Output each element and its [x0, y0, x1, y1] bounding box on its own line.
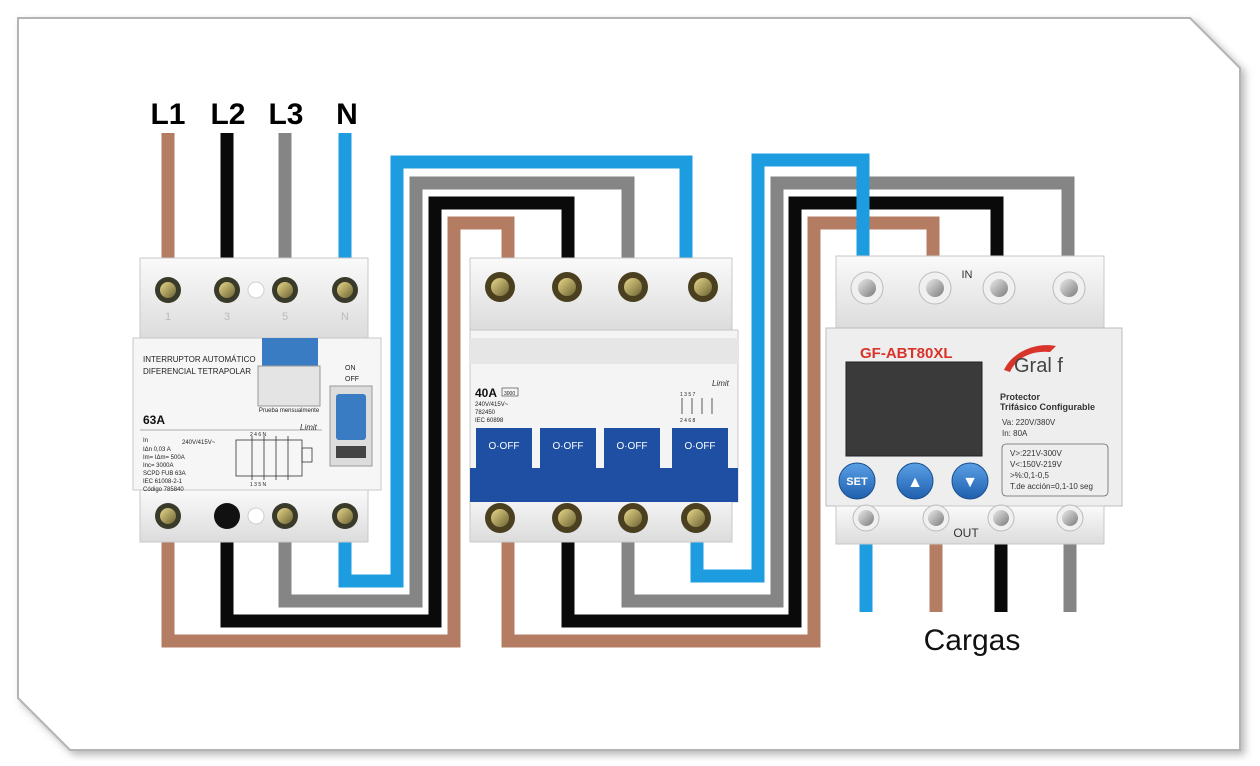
- breaker-brand: Limit: [712, 379, 730, 388]
- breaker-handle-3[interactable]: O·OFF: [604, 428, 660, 470]
- breaker-bottom-terminals: [485, 503, 711, 533]
- wire-rcd-to-breaker-gray: [278, 176, 635, 608]
- rcd-test-label: Prueba mensualmente: [259, 408, 320, 414]
- protector-brand: Gral f: [1014, 355, 1063, 377]
- rcd-rating: 63A: [143, 413, 165, 427]
- breaker-pole-label-4: O·OFF: [684, 441, 715, 452]
- protector-bottom-terminals: [852, 504, 1084, 532]
- loads-label: Cargas: [924, 624, 1021, 657]
- rcd-spec-iec: IEC 61008-2-1: [143, 479, 183, 485]
- rcd-schematic: [235, 436, 313, 480]
- rcd-terminal-3: 3: [224, 311, 230, 323]
- protector-up-button[interactable]: ▲: [896, 462, 934, 500]
- breaker-badge: 3000: [504, 391, 515, 397]
- rcd-title-line1: INTERRUPTOR AUTOMÁTICO: [143, 355, 256, 364]
- wire-breaker-to-protector-blue: [690, 153, 870, 583]
- protector-range-under: V<:150V-219V: [1010, 460, 1062, 469]
- rcd-test-button[interactable]: [262, 338, 318, 366]
- breaker-pole-label-2: O·OFF: [552, 441, 583, 452]
- protector-range-pct: >%:0,1-0,5: [1010, 471, 1049, 480]
- rcd-device: 1 3 5 N INTERRUPTOR AUTOMÁTICO DIFERENCI…: [132, 257, 382, 543]
- protector-out-label: OUT: [953, 526, 979, 540]
- breaker-handle-2[interactable]: O·OFF: [540, 428, 596, 470]
- protector-in-rating: In: 80A: [1002, 429, 1028, 438]
- protector-display: [845, 361, 983, 457]
- rcd-top-terminals: [155, 277, 358, 303]
- breaker-handle-4[interactable]: O·OFF: [672, 428, 728, 470]
- breaker-pole-label-3: O·OFF: [616, 441, 647, 452]
- rcd-bottom-terminals: [155, 503, 358, 529]
- protector-va: Va: 220V/380V: [1002, 418, 1056, 427]
- protector-set-label: SET: [846, 476, 868, 488]
- protector-top-terminals: [850, 271, 1086, 305]
- rcd-schematic-bottom: 1 3 5 N: [250, 482, 267, 488]
- label-l3: L3: [268, 98, 303, 131]
- wire-rcd-to-breaker-brown: [161, 216, 515, 648]
- rcd-terminal-1: 1: [165, 311, 171, 323]
- wire-rcd-to-breaker-black: [220, 196, 575, 628]
- gralf-logo-swoosh: [1004, 345, 1056, 372]
- breaker-top-terminals: [485, 272, 718, 302]
- breaker-schematic: [681, 398, 713, 414]
- breaker-code: 782450: [475, 410, 496, 416]
- wire-rcd-to-breaker-blue: [338, 155, 693, 588]
- protector-down-button[interactable]: ▼: [951, 462, 989, 500]
- breaker-handle-1[interactable]: O·OFF: [476, 428, 532, 470]
- label-l2: L2: [210, 98, 245, 131]
- rcd-spec-in: In: [143, 438, 148, 444]
- rcd-spec-code: Código 785840: [143, 487, 184, 493]
- rcd-schematic-top: 2 4 6 N: [250, 432, 267, 438]
- protector-model: GF-ABT80XL: [860, 345, 953, 362]
- rcd-toggle-on: ON: [345, 365, 356, 372]
- wire-breaker-to-protector-gray: [621, 176, 1075, 608]
- rcd-toggle-off: OFF: [345, 376, 359, 383]
- protector-title-line2: Trifásico Configurable: [1000, 402, 1095, 412]
- protector-action-time: T.de acción=0,1-10 seg: [1010, 482, 1093, 491]
- breaker-voltage: 240V/415V~: [475, 402, 509, 408]
- wire-breaker-to-protector-black: [561, 196, 1004, 628]
- rcd-terminal-5: 5: [282, 311, 288, 323]
- breaker-schematic-top: 1 3 5 7: [680, 392, 696, 398]
- rcd-toggle-handle[interactable]: [336, 394, 366, 440]
- breaker-schematic-bottom: 2 4 6 8: [680, 418, 696, 424]
- breaker-rating: 40A: [475, 386, 497, 400]
- breaker-device: 40A 3000 240V/415V~ 782450 IEC 60898 Lim…: [469, 257, 739, 543]
- rcd-spec-inc: Inc= 3000A: [143, 463, 174, 469]
- protector-title-line1: Protector: [1000, 392, 1041, 402]
- rcd-voltage: 240V/415V~: [182, 440, 216, 446]
- breaker-pole-label-1: O·OFF: [488, 441, 519, 452]
- rcd-spec-im: Im= IΔm= 500A: [143, 455, 185, 461]
- protector-in-label: IN: [962, 269, 973, 281]
- protector-device: IN GF-ABT80XL Gral f Protector Trifásico…: [825, 255, 1123, 545]
- protector-range-over: V>:221V-300V: [1010, 449, 1062, 458]
- protector-up-icon: ▲: [907, 474, 923, 491]
- rcd-title-line2: DIFERENCIAL TETRAPOLAR: [143, 367, 251, 376]
- breaker-handle-bar[interactable]: [470, 468, 738, 502]
- label-l1: L1: [150, 98, 185, 131]
- rcd-terminal-n: N: [341, 311, 349, 323]
- rcd-spec-scpd: SCPD FUB 63A: [143, 471, 186, 477]
- rcd-brand: Limit: [300, 423, 318, 432]
- protector-set-button[interactable]: SET: [838, 462, 876, 500]
- wire-breaker-to-protector-brown: [501, 216, 940, 648]
- rcd-spec-idn: IΔn 0,03 A: [143, 447, 171, 453]
- label-n: N: [336, 98, 358, 131]
- breaker-iec: IEC 60898: [475, 418, 504, 424]
- protector-down-icon: ▼: [962, 474, 978, 491]
